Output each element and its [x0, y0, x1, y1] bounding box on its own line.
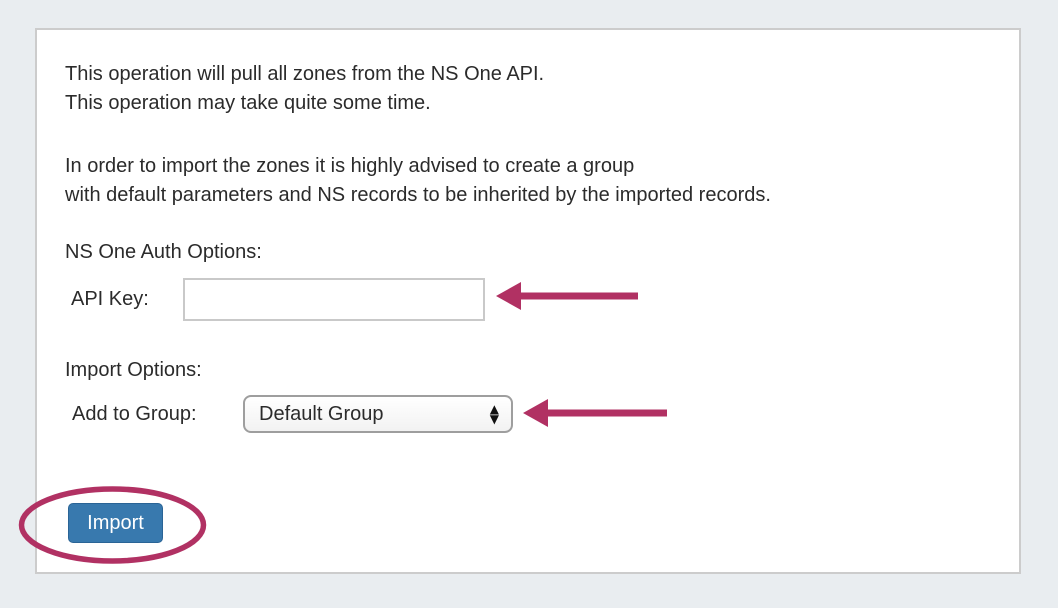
up-triangle-icon: ▲	[489, 402, 499, 416]
add-to-group-label: Add to Group:	[72, 403, 197, 425]
auth-options-heading: NS One Auth Options:	[65, 241, 262, 263]
intro-text-line-2: This operation may take quite some time.	[65, 92, 431, 114]
import-button[interactable]: Import	[68, 503, 163, 543]
import-options-heading: Import Options:	[65, 359, 202, 381]
add-to-group-selected-value: Default Group	[259, 402, 384, 425]
api-key-label: API Key:	[71, 288, 149, 310]
intro-text-line-4: with default parameters and NS records t…	[65, 184, 771, 206]
select-up-down-arrows-icon: ▲ ▼	[489, 402, 499, 426]
add-to-group-select[interactable]: Default Group ▲ ▼	[243, 395, 513, 433]
intro-text-line-1: This operation will pull all zones from …	[65, 63, 545, 85]
api-key-input[interactable]	[183, 278, 485, 321]
intro-text-line-3: In order to import the zones it is highl…	[65, 155, 635, 177]
down-triangle-icon: ▼	[489, 412, 499, 426]
